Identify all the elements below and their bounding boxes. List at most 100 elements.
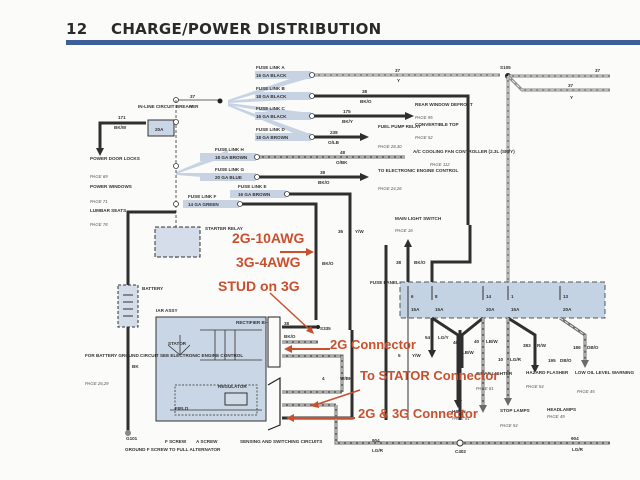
annotation-3g-gauge: 3G-4AWG xyxy=(236,254,301,270)
load-ac-fan: A/C COOLING FAN CONTROLLER (2.3L (SM/Y) xyxy=(413,149,515,154)
load-page: PAGE 28,30 xyxy=(378,144,402,149)
page-header: 12 CHARGE/POWER DISTRIBUTION xyxy=(66,20,382,38)
f-screw-label: F SCREW xyxy=(165,439,187,444)
alt-out-circuit: 38 xyxy=(284,321,290,326)
circuit-175: 175 xyxy=(343,109,351,114)
mls-circuit: 38 xyxy=(396,260,402,265)
mls-color: BK/O xyxy=(414,260,426,265)
s105-splice xyxy=(505,73,610,285)
fuse-link-b-terminal xyxy=(309,93,315,99)
battery-ground-note: FOR BATTERY GROUND CIRCUIT SEE ELECTRONI… xyxy=(85,353,243,358)
page-title: CHARGE/POWER DISTRIBUTION xyxy=(111,20,382,38)
annotation-to-stator: To STATOR Connector xyxy=(360,368,498,383)
stator-circuit: 4 xyxy=(322,376,325,381)
wire-circuit-labels: 37 Y 38 BK/O 175 BK/Y 238 O/LB 48 O/BK 3… xyxy=(114,65,601,454)
fuse-link-d-wire xyxy=(314,133,369,141)
wire-5: 5 xyxy=(398,353,401,358)
in-line-circuit-breaker xyxy=(96,97,223,260)
color-bk-o: BK/O xyxy=(360,99,372,104)
load-power-door-locks: POWER DOOR LOCKS xyxy=(90,156,140,161)
sensing-label: SENSING AND SWITCHING CIRCUITS xyxy=(240,439,322,444)
circuit-37: 37 xyxy=(395,68,401,73)
component-labels: IN-LINE CIRCUIT BREAKER 20A POWER DOOR L… xyxy=(85,102,515,452)
stator-color: W/BK xyxy=(340,376,353,381)
alt-out-color: BK/O xyxy=(284,334,296,339)
fuse-link-e-name: FUSE LINK E xyxy=(238,184,267,189)
load-page: PAGE 69 xyxy=(90,174,108,179)
load-rear-window: REAR WINDOW DEFROST xyxy=(415,102,473,107)
fuse-link-h-gauge: 18 GA BROWN xyxy=(215,155,248,160)
out-page: PAGE 54 xyxy=(526,384,544,389)
header-bar xyxy=(66,40,640,45)
circuit-38: 38 xyxy=(362,89,368,94)
fuse-rating: 15A xyxy=(411,307,420,312)
out-color: DB/O xyxy=(587,345,599,350)
starter-relay xyxy=(126,210,201,432)
annotation-2g-connector: 2G Connector xyxy=(330,337,416,352)
breaker-label: IN-LINE CIRCUIT BREAKER xyxy=(138,104,199,109)
wire-54: 54 xyxy=(425,335,431,340)
load-page: PAGE 52 xyxy=(415,135,433,140)
fuse-link-c-name: FUSE LINK C xyxy=(256,106,286,111)
vert-b-color: Y/W xyxy=(355,229,364,234)
battery-wire: BK xyxy=(132,364,139,369)
load-page: PAGE 78 xyxy=(90,222,108,227)
fuse-link-b-wire xyxy=(314,94,470,225)
stator-label: STATOR xyxy=(168,341,187,346)
regulator-label: REGULATOR xyxy=(218,384,247,389)
fuse-num: 8 xyxy=(435,294,438,299)
breaker-circuit: 37 xyxy=(190,94,196,99)
fuse-link-f-terminal xyxy=(237,201,243,207)
wire-54-color: LG/Y xyxy=(438,335,449,340)
out-circuit: 40 xyxy=(453,340,459,345)
out-stop: STOP LAMPS xyxy=(500,408,530,413)
load-fuel-pump: FUEL PUMP RELAY xyxy=(378,124,421,129)
rectifier-label: RECTIFIER B+ xyxy=(236,320,268,325)
out-low-oil: LOW OIL LEVEL WARNING xyxy=(575,370,634,375)
battery-label: BATTERY xyxy=(142,286,163,291)
out-page: PAGE 81 xyxy=(476,386,494,391)
left-color: BK/W xyxy=(114,125,127,130)
fuse-rating: 20A xyxy=(486,307,495,312)
ground-g101: G101 xyxy=(126,436,138,441)
color-bk-o-g: BK/O xyxy=(318,180,330,185)
a-screw-label: A SCREW xyxy=(196,439,218,444)
out-circuit: 10 xyxy=(498,357,504,362)
fuse-rating: 15A xyxy=(435,307,444,312)
breaker-color: Y xyxy=(190,104,193,109)
annotation-stud: STUD on 3G xyxy=(218,278,300,294)
starter-relay-label: STARTER RELAY xyxy=(205,226,243,231)
fuse-panel-fuses: 6 15A 8 15A 14 20A 1 15A 13 20A xyxy=(411,294,572,312)
fuse-link-d-name: FUSE LINK D xyxy=(256,127,286,132)
fuse-link-e-terminal xyxy=(284,191,290,197)
fuse-panel xyxy=(399,225,606,420)
main-light-switch-label: MAIN LIGHT SWITCH xyxy=(395,216,442,221)
load-page: PAGE 95 xyxy=(415,115,433,120)
out-color: LG/R xyxy=(510,357,522,362)
circuit-238: 238 xyxy=(330,130,338,135)
fuse-link-f-name: FUSE LINK F xyxy=(188,194,217,199)
fuse-panel-label: FUSE PANEL xyxy=(370,280,399,285)
bottom-color-2: LG/R xyxy=(572,447,584,452)
out-hazard: HAZARD FLASHER xyxy=(526,370,569,375)
fuse-num: 14 xyxy=(486,294,492,299)
out-circuit: 40 xyxy=(474,339,480,344)
fuse-link-labels: FUSE LINK A 16 GA BLACK FUSE LINK B 18 G… xyxy=(188,65,289,207)
fuse-link-f-gauge: 14 GA GREEN xyxy=(188,202,219,207)
load-lumbar-seats: LUMBAR SEATS xyxy=(90,208,126,213)
out-color: R/W xyxy=(537,343,547,348)
ground-note: GROUND F SCREW TO FULL ALTERNATOR xyxy=(125,447,221,452)
alt-splice: S335 xyxy=(320,326,331,331)
field-label: FIELD xyxy=(175,406,189,411)
fuse-link-a-terminal xyxy=(309,72,315,78)
out-color: LB/W xyxy=(462,350,474,355)
fuse-rating: 15A xyxy=(511,307,520,312)
fuse-link-a-name: FUSE LINK A xyxy=(256,65,285,70)
load-eec: TO ELECTRONIC ENGINE CONTROL xyxy=(378,168,459,173)
page-number: 12 xyxy=(66,20,88,38)
fuse-link-b-gauge: 18 GA BLACK xyxy=(256,94,287,99)
battery xyxy=(117,284,139,436)
fuse-link-g-name: FUSE LINK G xyxy=(215,167,245,172)
alt-label: IAR ASSY xyxy=(156,308,178,313)
